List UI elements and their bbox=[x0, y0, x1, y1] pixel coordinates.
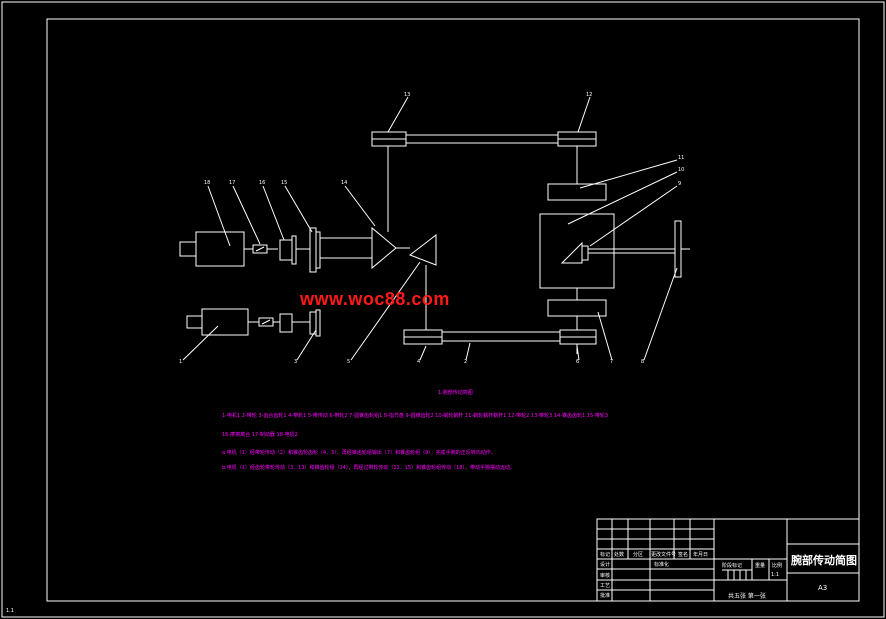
motor-1-shaft-block bbox=[186, 315, 203, 329]
watermark: www.woc88.com bbox=[300, 289, 450, 309]
motor-18 bbox=[195, 231, 245, 267]
gear-13 bbox=[309, 227, 317, 273]
finger-plate-8 bbox=[674, 220, 682, 278]
tb-cell-zone: 分区 bbox=[633, 552, 644, 558]
label-13: 13 bbox=[404, 92, 411, 98]
tb-cell-process: 工艺 bbox=[600, 583, 611, 589]
label-1: 1 bbox=[179, 359, 183, 365]
inner-border bbox=[46, 18, 860, 602]
label-17: 17 bbox=[229, 180, 236, 186]
gear-7 bbox=[547, 299, 607, 317]
parts-list-line-2: 16-摩擦离合 17-制动器 18-电机2 bbox=[222, 432, 298, 438]
motor-1 bbox=[201, 308, 249, 336]
tb-cell-review: 审核 bbox=[600, 573, 611, 579]
tb-cell-date: 年月日 bbox=[693, 552, 709, 558]
diagram-caption: 1.腕部传动简图 bbox=[438, 390, 473, 396]
tb-cell-stage-mark: 阶段标记 bbox=[722, 563, 743, 569]
label-10: 10 bbox=[678, 167, 685, 173]
tb-cell-scale-label: 比例 bbox=[772, 563, 783, 569]
worm-11 bbox=[547, 183, 607, 201]
note-b: b.电机（1）经齿轮带轮传动（3、13）和锥齿轮组（14），再经过带轮传动（12… bbox=[222, 465, 515, 471]
label-9: 9 bbox=[678, 181, 682, 187]
clutch-16 bbox=[279, 239, 293, 261]
label-6: 6 bbox=[576, 359, 580, 365]
parts-list-line-1: 1-电机1 2-带轮 3-齿合齿轮1 4-带轮1 5-带传动 6-带轮2 7-圆… bbox=[222, 413, 609, 419]
tb-scale-value: 1:1 bbox=[771, 572, 780, 578]
tb-cell-sign: 签名 bbox=[678, 552, 689, 558]
label-2: 2 bbox=[464, 359, 468, 365]
bevel-gear-5 bbox=[408, 233, 437, 266]
label-12: 12 bbox=[586, 92, 593, 98]
label-11: 11 bbox=[678, 155, 685, 161]
label-5: 5 bbox=[347, 359, 351, 365]
label-4: 4 bbox=[417, 359, 421, 365]
tb-cell-change-doc: 更改文件号 bbox=[651, 552, 677, 558]
label-18: 18 bbox=[204, 180, 211, 186]
bevel-gear-14 bbox=[319, 226, 397, 270]
bevel-gear-9 bbox=[560, 241, 583, 264]
label-7: 7 bbox=[610, 359, 614, 365]
tb-cell-standard: 标准化 bbox=[654, 562, 670, 568]
tb-cell-design: 设计 bbox=[600, 562, 611, 568]
label-8: 8 bbox=[641, 359, 645, 365]
sheet-size: A3 bbox=[818, 584, 828, 592]
housing-10 bbox=[539, 213, 615, 289]
tb-cell-weight: 重量 bbox=[755, 563, 766, 569]
motor-18-shaft-block bbox=[179, 241, 197, 257]
note-a: a.电机（1）经带轮传动（2）和锥齿轮齿轮（4、5）、再经锥齿轮组输出（7）和锥… bbox=[222, 450, 496, 456]
title-block bbox=[596, 518, 860, 602]
tb-cell-count: 处数 bbox=[614, 552, 625, 558]
tb-cell-mark: 标记 bbox=[600, 552, 611, 558]
label-16: 16 bbox=[259, 180, 266, 186]
drawing-title: 腕部传动简图 bbox=[791, 554, 857, 567]
label-3: 3 bbox=[294, 359, 298, 365]
corner-mark: 1.1 bbox=[6, 608, 14, 614]
tb-sheet-info: 共五张 第一张 bbox=[728, 593, 766, 600]
label-15: 15 bbox=[281, 180, 288, 186]
tb-cell-approve: 批准 bbox=[600, 593, 611, 599]
label-14: 14 bbox=[341, 180, 348, 186]
